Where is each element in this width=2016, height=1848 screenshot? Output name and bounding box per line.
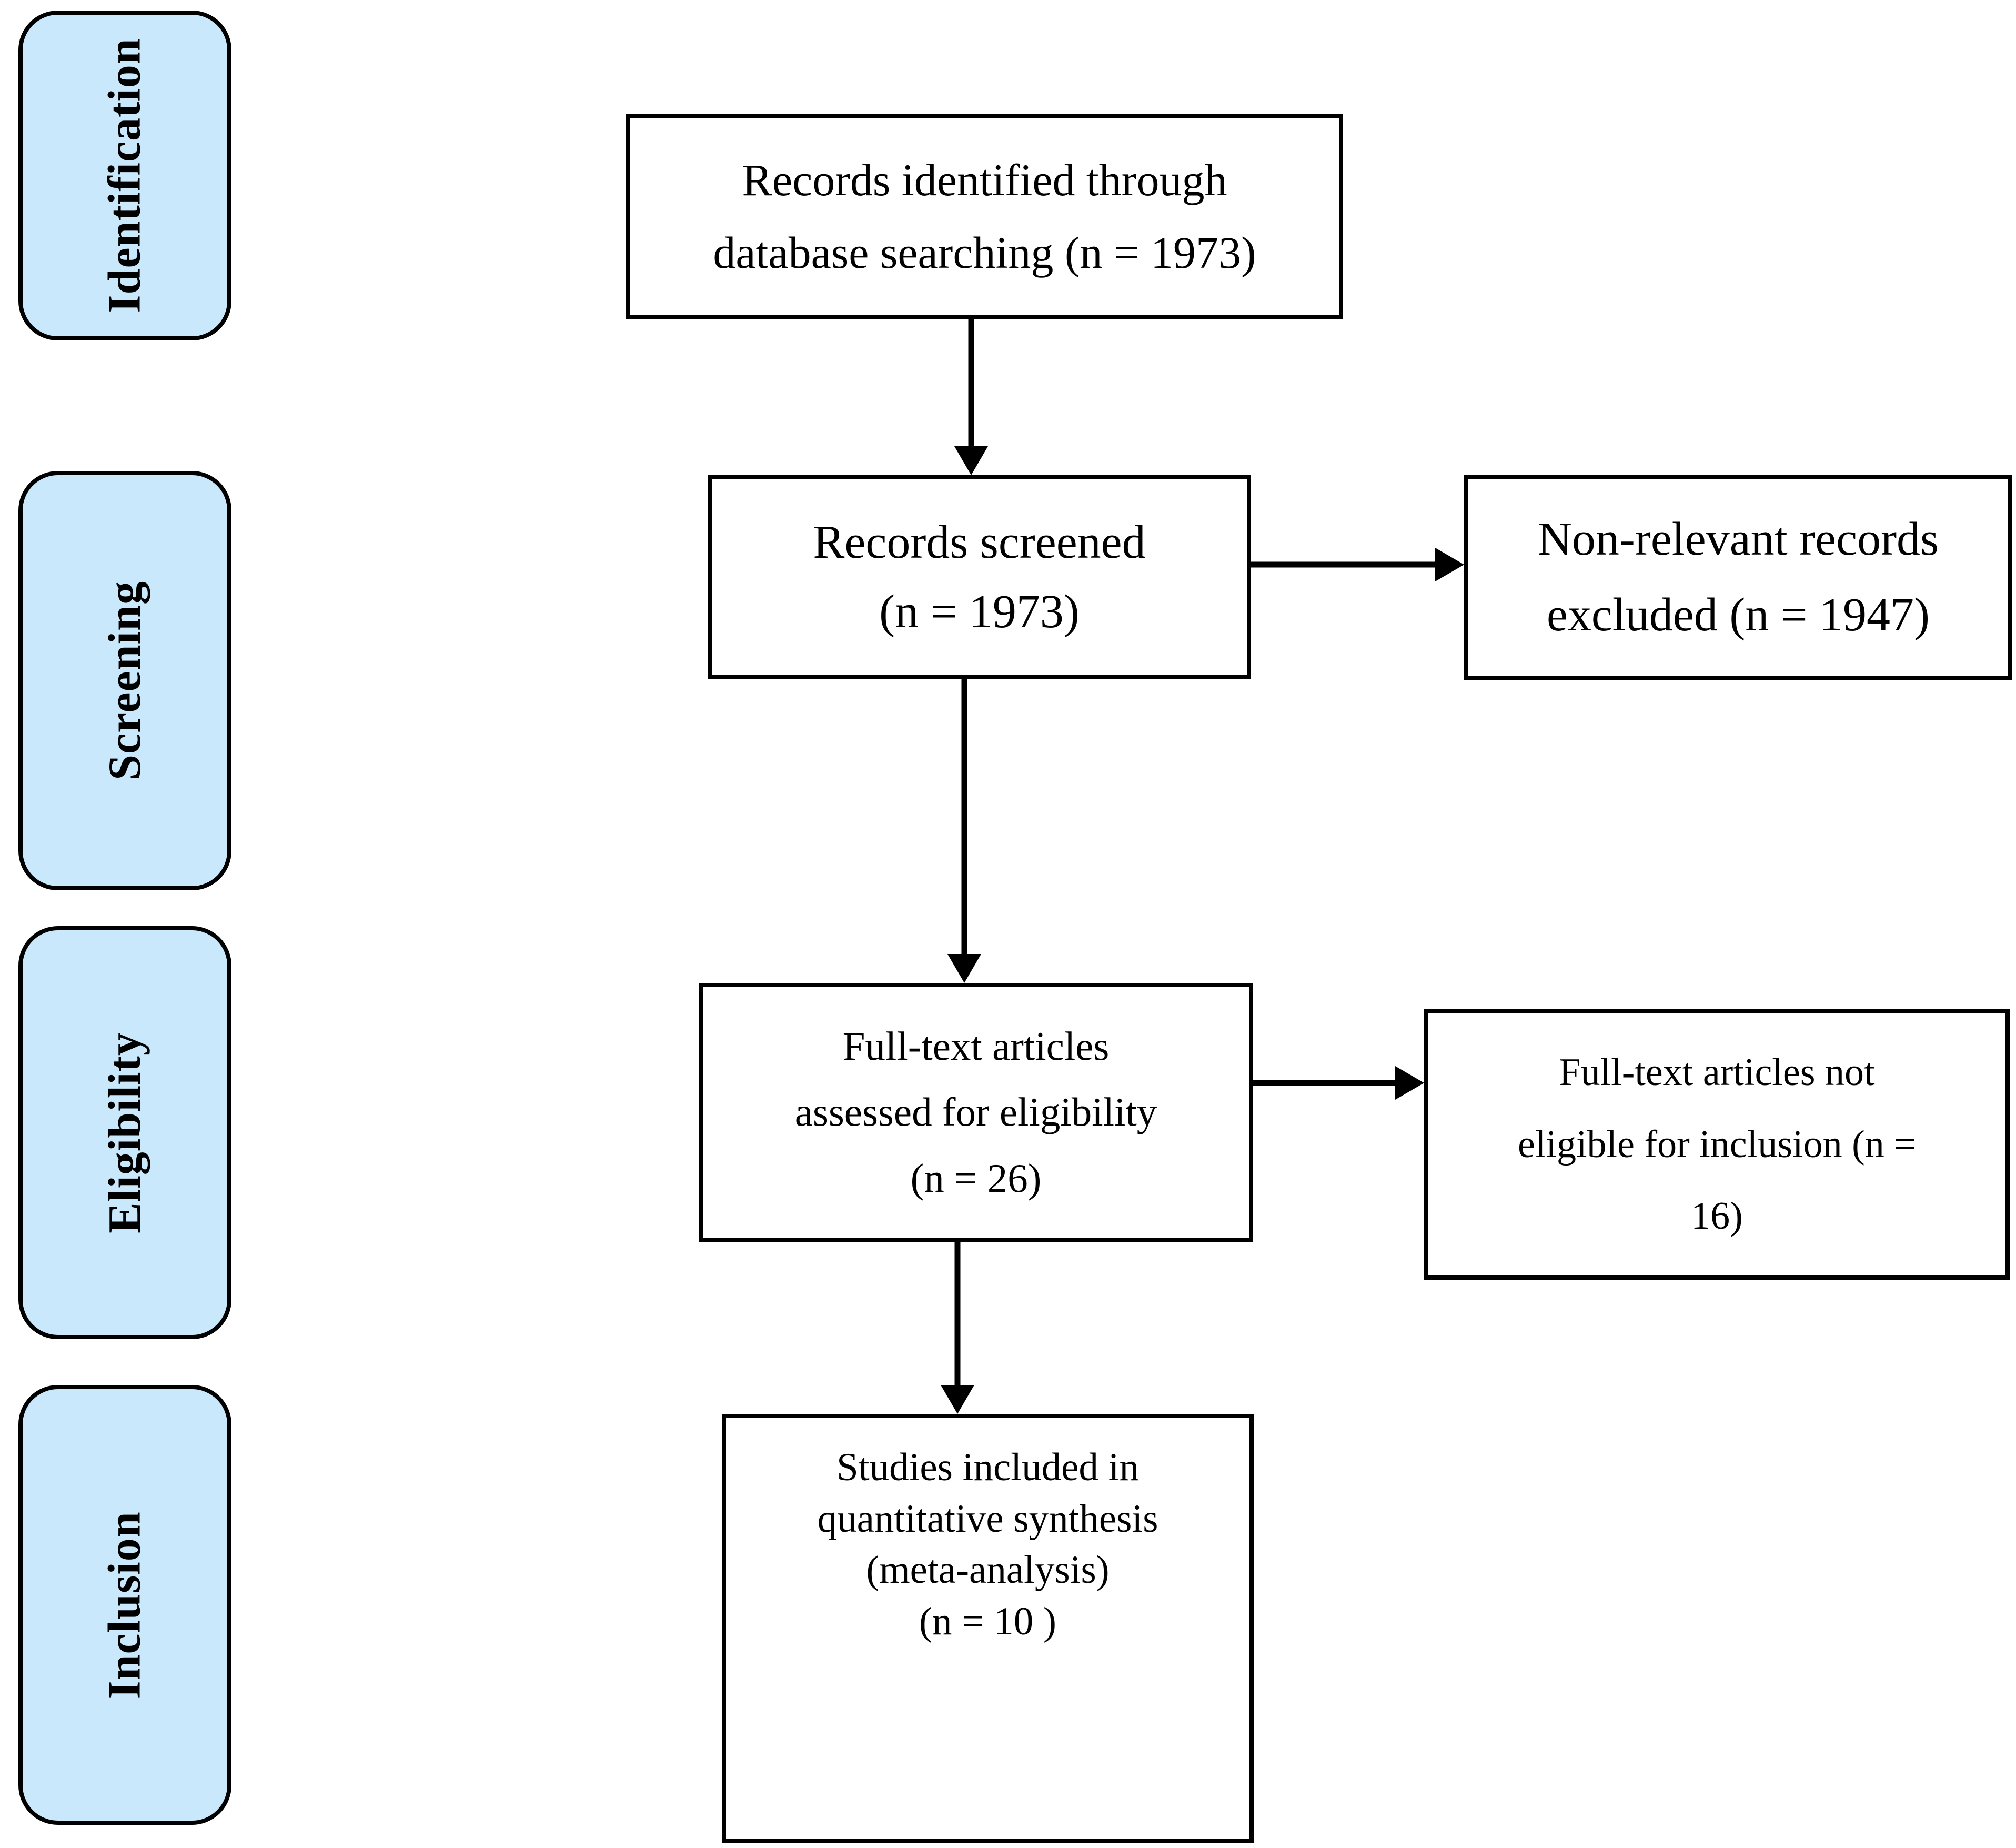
box-records-screened: Records screened (n = 1973): [708, 475, 1251, 679]
box-fulltext-not-eligible: Full-text articles not eligible for incl…: [1424, 1009, 2010, 1280]
stage-screening-label: Screening: [99, 581, 150, 780]
box-records-identified-line: database searching (n = 1973): [713, 227, 1256, 278]
box-fulltext-assessed: Full-text articles assessed for eligibil…: [699, 983, 1253, 1242]
arrow-identified-to-screened: [954, 319, 988, 475]
stage-screening: Screening: [18, 471, 231, 890]
box-records-screened-line: (n = 1973): [879, 586, 1080, 638]
stage-identification: Identification: [18, 11, 231, 340]
box-non-relevant-excluded-line: excluded (n = 1947): [1546, 589, 1930, 641]
box-records-identified: Records identified through database sear…: [626, 114, 1343, 319]
box-fulltext-not-eligible-line: Full-text articles not: [1559, 1050, 1875, 1094]
box-records-identified-line: Records identified through: [742, 155, 1227, 206]
stage-eligibility-label: Eligibility: [99, 1032, 150, 1233]
box-non-relevant-excluded-line: Non-relevant records: [1537, 513, 1939, 565]
box-fulltext-assessed-line: assessed for eligibility: [794, 1089, 1157, 1135]
box-studies-included-line: (meta-analysis): [866, 1548, 1110, 1592]
arrow-screened-to-fulltext: [947, 679, 981, 983]
arrow-screened-to-excluded: [1251, 548, 1464, 581]
box-fulltext-assessed-line: (n = 26): [910, 1155, 1042, 1201]
box-studies-included-line: (n = 10 ): [919, 1599, 1056, 1643]
box-fulltext-assessed-line: Full-text articles: [842, 1023, 1110, 1069]
box-studies-included: Studies included in quantitative synthes…: [722, 1414, 1254, 1843]
box-records-screened-line: Records screened: [813, 516, 1146, 568]
box-studies-included-line: quantitative synthesis: [817, 1497, 1158, 1541]
arrow-fulltext-to-included: [941, 1242, 974, 1414]
box-non-relevant-excluded: Non-relevant records excluded (n = 1947): [1464, 475, 2012, 680]
stage-inclusion: Inclusion: [18, 1385, 231, 1825]
box-studies-included-line: Studies included in: [836, 1445, 1139, 1489]
arrow-fulltext-to-not-eligible: [1253, 1066, 1424, 1100]
box-fulltext-not-eligible-line: eligible for inclusion (n =: [1518, 1122, 1916, 1166]
box-fulltext-not-eligible-line: 16): [1691, 1194, 1743, 1238]
stage-eligibility: Eligibility: [18, 926, 231, 1339]
stage-identification-label: Identification: [99, 38, 151, 313]
stage-inclusion-label: Inclusion: [99, 1511, 150, 1699]
